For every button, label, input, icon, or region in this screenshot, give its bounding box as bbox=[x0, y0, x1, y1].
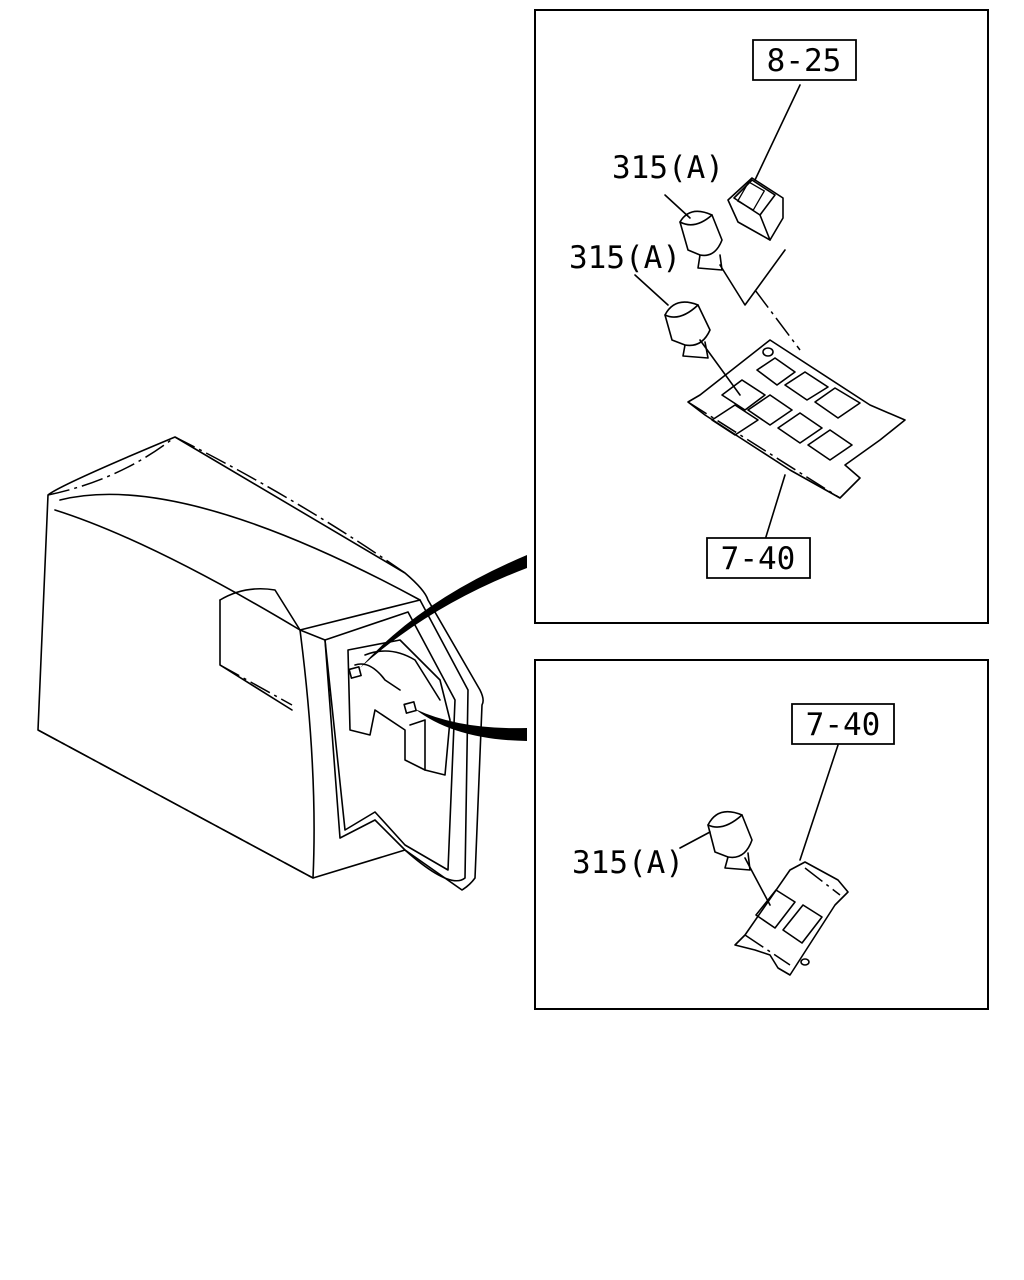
relay-block-icon bbox=[688, 290, 905, 498]
callout-part-lower: 315(A) bbox=[569, 240, 681, 276]
housing-overview bbox=[38, 437, 483, 890]
relay-icon bbox=[728, 178, 783, 240]
callout-ref-7-40-bottom: 7-40 bbox=[806, 707, 881, 743]
callout-part-bottom: 315(A) bbox=[572, 845, 684, 881]
leader-to-top-panel bbox=[360, 555, 527, 668]
callout-part-upper: 315(A) bbox=[612, 150, 724, 186]
top-detail-panel: 8-25 315(A) 315(A) 7-40 bbox=[535, 10, 988, 623]
relay-block-small-icon bbox=[735, 862, 848, 975]
connector-icon bbox=[708, 812, 752, 870]
bottom-detail-panel: 7-40 315(A) bbox=[535, 660, 988, 1009]
callout-ref-8-25: 8-25 bbox=[767, 43, 842, 79]
leader-to-bottom-panel bbox=[415, 709, 527, 741]
callout-ref-7-40-top: 7-40 bbox=[721, 541, 796, 577]
connector-upper-icon bbox=[680, 211, 722, 270]
